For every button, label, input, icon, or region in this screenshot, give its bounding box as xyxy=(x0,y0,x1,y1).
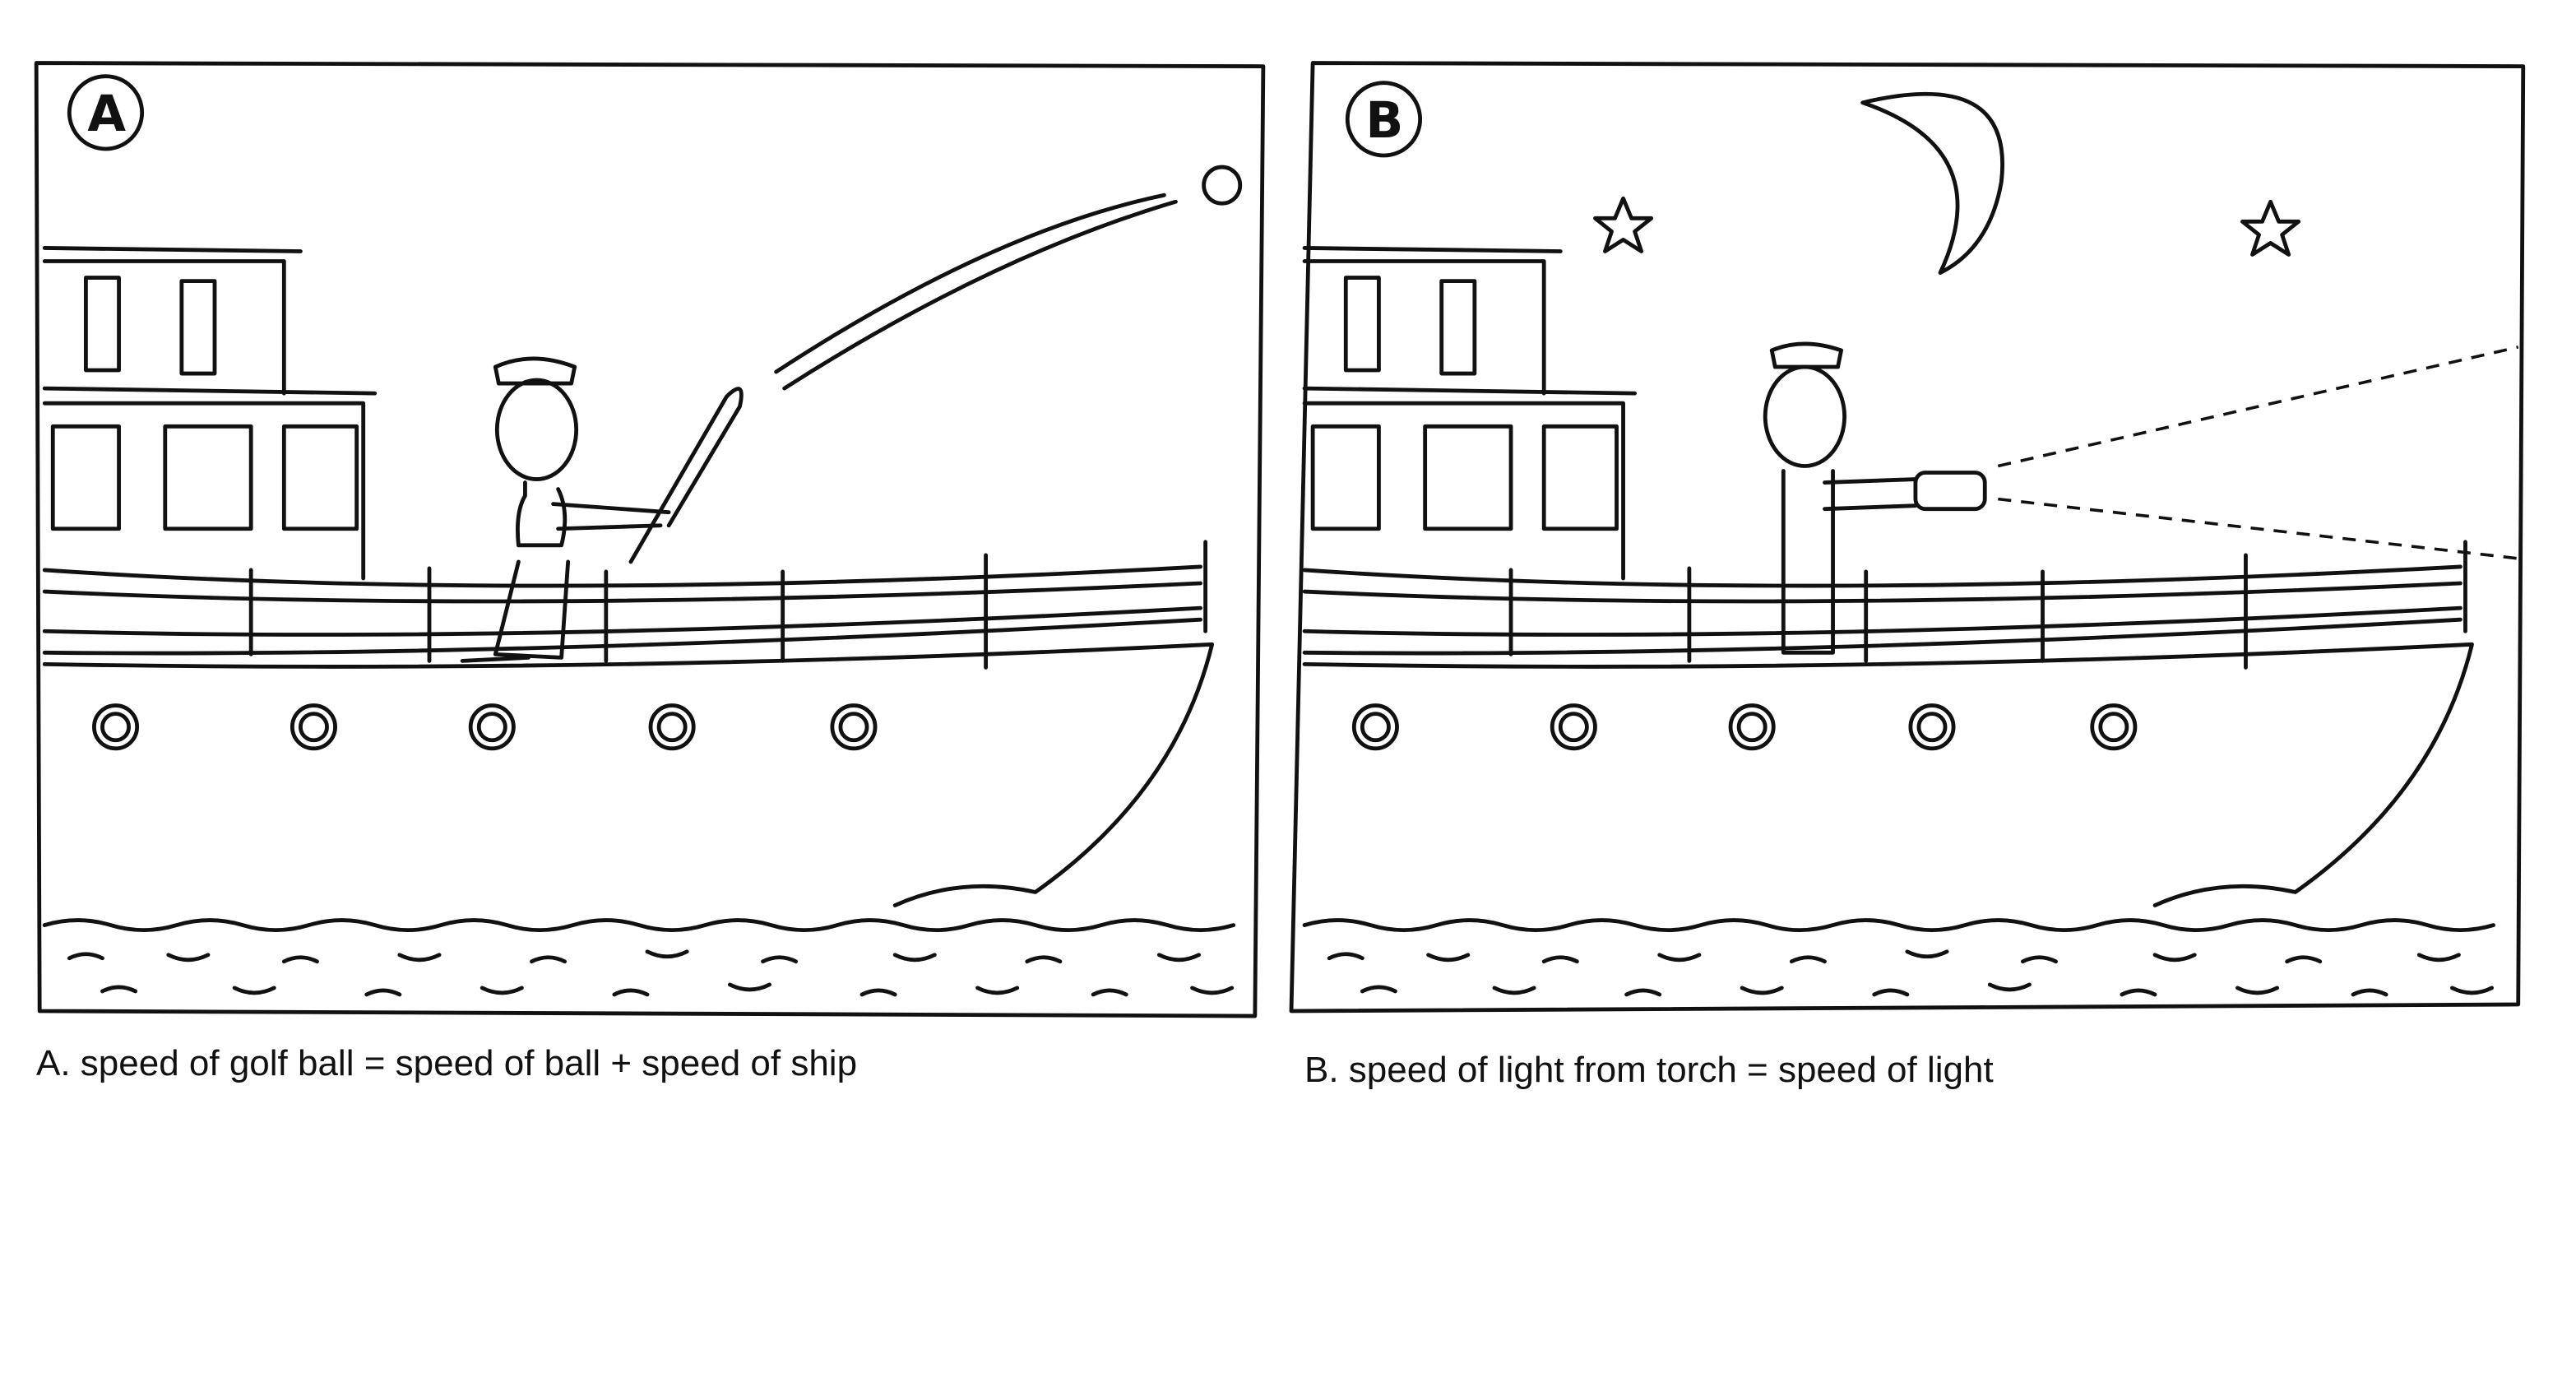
star xyxy=(1593,196,1654,253)
caption-a: A. speed of golf ball = speed of ball + … xyxy=(36,1043,858,1083)
panel-a: A xyxy=(34,61,1266,1018)
star xyxy=(2240,199,2301,257)
badge-a xyxy=(67,74,145,151)
sailor-golfer xyxy=(460,165,1243,663)
sailor-torch xyxy=(1763,341,2519,655)
badge-b-label: B xyxy=(1365,92,1403,150)
torch xyxy=(1913,471,1987,512)
badge-b xyxy=(1345,81,1423,158)
caption-b: B. speed of light from torch = speed of … xyxy=(1304,1050,1994,1090)
badge-a-label: A xyxy=(87,86,126,143)
panel-b: B xyxy=(1289,61,2526,1014)
golf-ball xyxy=(1202,165,1243,206)
moon xyxy=(1860,91,2004,275)
